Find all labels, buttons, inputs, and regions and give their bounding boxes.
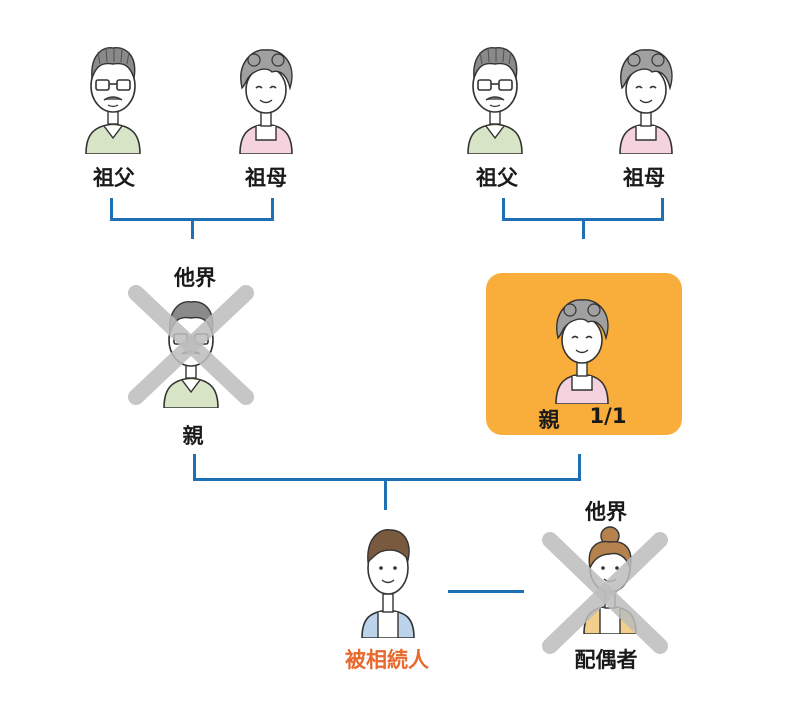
connector-marriage-line — [448, 590, 524, 593]
spouse-label: 配偶者 — [574, 648, 638, 672]
grandfather-right-label: 祖父 — [476, 166, 518, 190]
grandmother-left-figure — [239, 49, 293, 154]
parent-right-share: 1/1 — [589, 404, 627, 428]
parent-left-status: 他界 — [174, 266, 216, 290]
connector-parents-bar — [193, 478, 581, 481]
connector-decedent-stem — [384, 478, 387, 510]
connector-parent-left-drop — [193, 454, 196, 481]
grandmother-left-label: 祖母 — [245, 166, 287, 190]
spouse-deceased-cross-icon — [542, 532, 668, 654]
connector-left-grandfather-drop — [110, 198, 113, 221]
connector-left-grandmother-drop — [271, 198, 274, 221]
grandfather-left-label: 祖父 — [93, 166, 135, 190]
connector-right-grandmother-drop — [661, 198, 664, 221]
spouse-status: 他界 — [585, 500, 627, 524]
grandmother-right-label: 祖母 — [623, 166, 665, 190]
decedent-label: 被相続人 — [345, 648, 429, 672]
connector-right-grandfather-drop — [502, 198, 505, 221]
grandmother-right-figure — [619, 49, 673, 154]
connector-parent-right-drop — [578, 454, 581, 481]
parent-left-label: 親 — [182, 424, 204, 448]
parent-left-deceased-cross-icon — [128, 285, 254, 405]
parent-right-label: 親 — [538, 408, 560, 432]
parent-right-figure — [555, 299, 609, 404]
decedent-figure — [361, 529, 415, 638]
grandfather-right-figure — [467, 47, 523, 154]
grandfather-left-figure — [85, 47, 141, 154]
connector-left-stem — [191, 218, 194, 239]
connector-right-stem — [582, 218, 585, 239]
